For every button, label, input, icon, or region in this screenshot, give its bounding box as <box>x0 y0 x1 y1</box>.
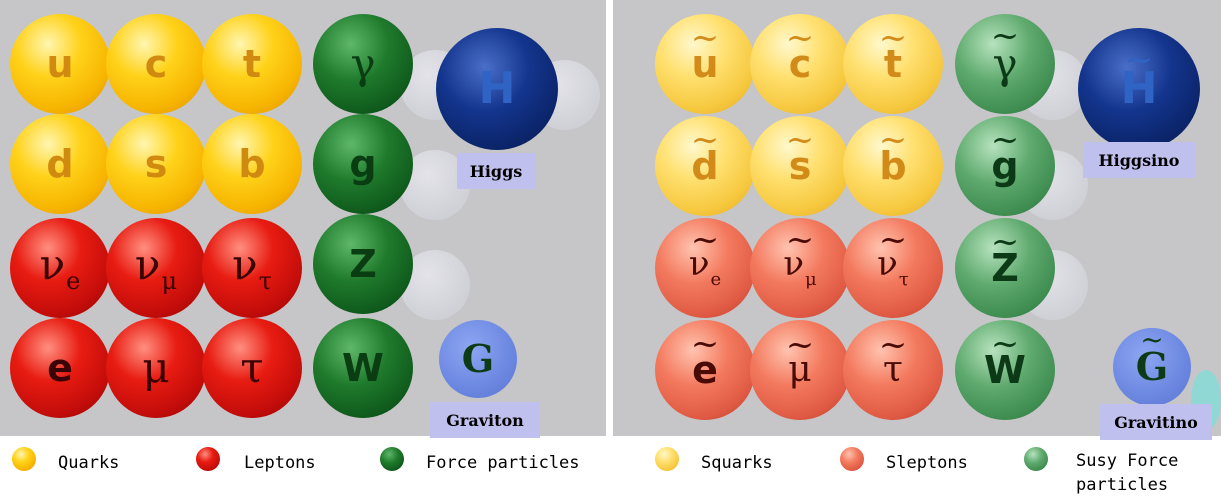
squark-d: ~d <box>655 116 755 216</box>
quark-u: u <box>10 14 110 114</box>
legend-force-swatch <box>380 447 404 471</box>
gravitino-ball: ~G <box>1113 326 1191 406</box>
higgsino-ball: ~H <box>1078 28 1200 150</box>
legend-susy-force-line1: Susy Force <box>1076 451 1179 471</box>
legend-slepton-swatch <box>840 447 864 471</box>
legend-squarks: Squarks <box>687 441 803 485</box>
squark-u: ~u <box>655 14 755 114</box>
higgs-ball: H <box>436 28 558 150</box>
squark-s: ~s <box>750 116 850 216</box>
legend-sforce-swatch <box>1024 447 1048 471</box>
lepton-nu-e: νe <box>10 218 110 318</box>
quark-c: c <box>106 14 206 114</box>
legend-quark-swatch <box>12 447 36 471</box>
sforce-zino: ~Z <box>955 218 1055 318</box>
graviton-ball: G <box>439 320 517 398</box>
legend-lepton-swatch <box>196 447 220 471</box>
standard-model-panel: u c t d s b νe νμ ντ e μ τ γ g Z W H Hig… <box>0 0 606 438</box>
sforce-wino: ~W <box>955 320 1055 420</box>
force-w-boson: W <box>313 318 413 418</box>
supersymmetry-panel: ~u ~c ~t ~d ~s ~b ~νe ~νμ ~ντ ~e ~μ ~τ ~… <box>613 0 1221 440</box>
force-gluon: g <box>313 114 413 214</box>
lepton-nu-tau: ντ <box>202 218 302 318</box>
quark-s: s <box>106 114 206 214</box>
legend-quarks: Quarks <box>44 441 150 485</box>
slepton-nu-tau: ~ντ <box>843 218 943 318</box>
graviton-label: Graviton <box>430 402 540 438</box>
lepton-tau: τ <box>202 318 302 418</box>
legend-squark-swatch <box>655 447 679 471</box>
lepton-nu-mu: νμ <box>106 218 206 318</box>
quark-b: b <box>202 114 302 214</box>
lepton-e: e <box>10 318 110 418</box>
squark-t: ~t <box>843 14 943 114</box>
sforce-gluino: ~g <box>955 116 1055 216</box>
legend-susy-force-particles: Susy Force particles <box>1062 441 1212 501</box>
quark-t: t <box>202 14 302 114</box>
slepton-e: ~e <box>655 320 755 420</box>
higgsino-label: Higgsino <box>1083 142 1195 178</box>
squark-b: ~b <box>843 116 943 216</box>
slepton-nu-e: ~νe <box>655 218 755 318</box>
legend-force-particles: Force particles <box>412 441 608 485</box>
legend-leptons: Leptons <box>230 441 348 485</box>
slepton-mu: ~μ <box>750 320 850 420</box>
quark-d: d <box>10 114 110 214</box>
legend-sleptons: Sleptons <box>872 441 996 485</box>
higgs-label: Higgs <box>457 153 535 189</box>
lepton-mu: μ <box>106 318 206 418</box>
force-z-boson: Z <box>313 214 413 314</box>
force-photon: γ <box>313 14 413 114</box>
gravitino-label: Gravitino <box>1100 404 1212 440</box>
slepton-nu-mu: ~νμ <box>750 218 850 318</box>
legend-susy-force-line2: particles <box>1076 475 1169 495</box>
squark-c: ~c <box>750 14 850 114</box>
sforce-photino: ~γ <box>955 14 1055 114</box>
slepton-tau: ~τ <box>843 320 943 420</box>
